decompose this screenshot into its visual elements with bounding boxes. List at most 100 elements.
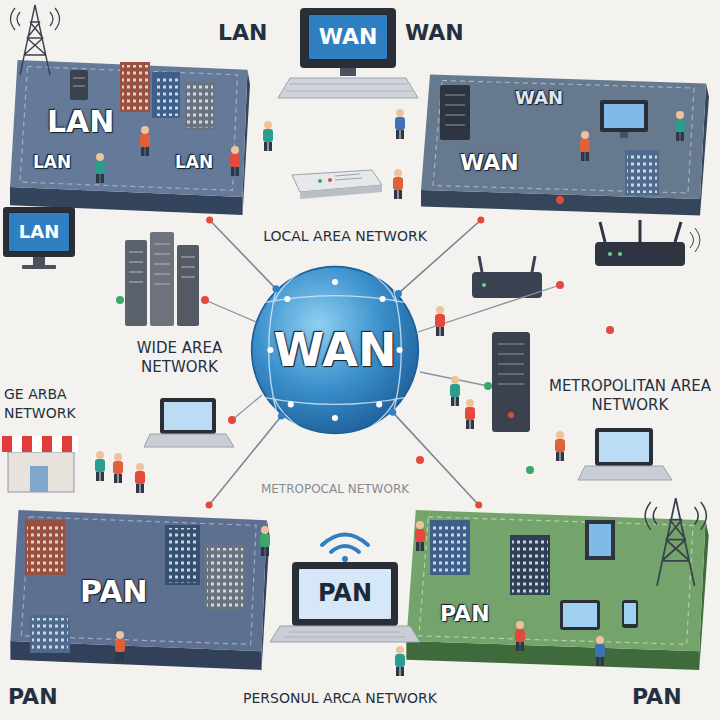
network-dot [556,196,564,204]
city-building [512,538,548,593]
globe-dot [284,296,290,302]
network-dot [116,296,124,304]
server-rack [125,232,199,326]
city-building [205,545,245,610]
node-label: WAN [319,24,378,49]
pan-platform: PAN [5,505,275,675]
shop [62,436,72,452]
node-label: WAN [460,150,519,175]
server-rack [625,150,659,195]
server-rack [600,100,648,132]
laptop [284,632,406,637]
link-dot [206,502,213,509]
globe-dot [288,401,294,407]
link-dot [389,409,396,416]
server-rack [150,232,174,326]
network-dot [526,466,534,474]
desktop-monitor [340,68,356,76]
person [95,451,105,481]
city-building [624,603,636,624]
network-dot [484,382,492,390]
city-building [187,85,213,128]
city-building [167,528,198,583]
network-type-label: WAN [405,20,464,45]
router [595,242,685,266]
globe-dot [397,347,403,353]
city-building [165,525,200,585]
laptop [599,432,649,462]
platform-top [406,510,705,651]
server-rack [125,240,147,326]
network-dot [556,281,564,289]
platform-top [10,60,248,197]
network-dot [201,296,209,304]
connector-layer [206,217,485,509]
node-label: WAN [274,323,397,377]
globe-dot [332,415,338,421]
city-building [585,520,615,560]
laptop [292,562,398,626]
node-label: LAN [175,152,213,172]
city-building [622,600,638,628]
laptop [144,398,234,447]
monitor-screen: LAN [8,212,70,252]
monitor-screen: WAN [308,14,388,60]
link-dot [475,502,482,509]
city-building [430,520,470,575]
router [618,252,622,256]
network-caption: WIDE AREA NETWORK [137,339,222,376]
shop [32,436,42,452]
link-dot [395,290,402,297]
person [435,306,445,336]
shop [30,466,48,492]
city-building [25,520,65,575]
platform-top [10,510,267,651]
city-building [73,78,85,86]
shop [8,452,74,492]
wan-globe: WAN [250,265,420,435]
network-caption: METROPOLITAN AREA NETWORK [549,377,711,414]
globe-dot [380,296,386,302]
city-building [560,600,600,630]
desktop-monitor [286,84,412,91]
lan-platform: LANLANLAN [5,55,255,220]
server-rack [627,153,657,193]
platform-shape [400,505,715,675]
router [690,228,700,252]
platform-street [419,517,693,645]
city-building [32,618,68,651]
server-rack [604,104,644,128]
router [472,256,542,298]
person [113,453,123,483]
link-dot [272,285,279,292]
wifi-symbol [331,546,359,552]
person [395,646,405,676]
desktop-monitor [22,265,56,269]
router [482,283,486,287]
server-tower [498,344,524,384]
router [479,256,535,272]
city-building [563,603,597,627]
globe-link [232,395,262,420]
wifi-symbol [342,556,348,562]
platform-street [21,517,256,645]
server-tower [508,412,514,418]
server-rack [620,132,628,138]
desktop-monitor [278,78,418,98]
server-tower [492,332,530,432]
wan-platform: WAN WAN [415,70,715,220]
globe-body [252,267,419,434]
server-rack [129,244,195,284]
laptop-screen: PAN [298,568,392,620]
platform-street [433,81,694,194]
city-building [70,70,88,100]
laptop [578,428,672,480]
node-label: WAN [515,87,563,108]
globe-dot [332,279,338,285]
router [328,178,332,182]
platform-shape [5,55,255,220]
laptop [270,626,420,642]
desktop-monitor [300,8,396,68]
shop [2,436,12,452]
node-label: LAN [47,104,114,139]
